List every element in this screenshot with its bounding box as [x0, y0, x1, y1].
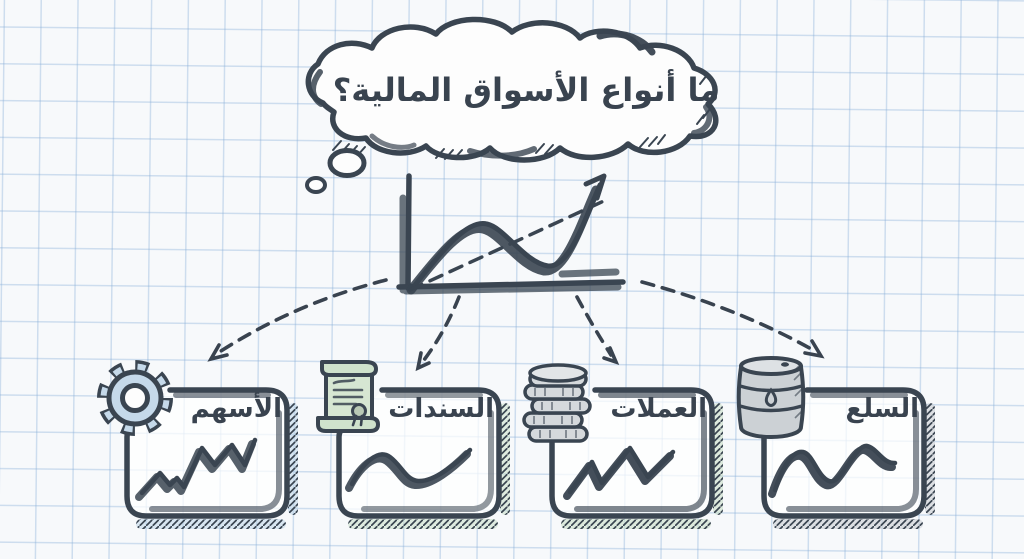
category-card-currencies: العملات: [522, 363, 731, 535]
connector-arrow-commodities: [640, 280, 815, 352]
category-card-commodities: السلع: [736, 356, 943, 535]
scroll-icon: [316, 360, 380, 433]
thought-bubble-small: [305, 176, 327, 194]
cloud-accent-green-topright: [596, 30, 656, 56]
card-shadow-hatch: [288, 403, 298, 515]
connector-arrow-currencies-head: [602, 346, 620, 365]
mini-trend-chart-bonds: [349, 447, 473, 487]
card-shadow-hatch: [500, 403, 510, 515]
connector-arrow-stocks-head: [207, 343, 229, 362]
thought-bubble-large: [327, 148, 367, 178]
connector-arrow-stocks: [219, 278, 388, 353]
category-label-currencies: العملات: [610, 394, 707, 424]
cloud-accent-blue-left: [310, 69, 324, 107]
chart-y-axis: [405, 173, 412, 291]
oil-barrel-icon: [736, 356, 806, 439]
card-shadow-hatch: [713, 403, 723, 515]
mini-trend-chart-commodities: [772, 443, 898, 493]
card-frame-currencies: [549, 387, 723, 529]
category-label-commodities: السلع: [845, 394, 919, 424]
cloud-question-text: ما أنواع الأسواق المالية؟: [332, 71, 720, 109]
mini-trend-chart-currencies: [567, 445, 676, 495]
category-label-bonds: السندات: [388, 394, 494, 424]
chart-dashed-trendline: [408, 198, 608, 292]
gear-icon: [97, 360, 173, 436]
card-shadow-hatch: [925, 403, 935, 515]
coins-icon: [522, 363, 592, 443]
cloud-outline: [305, 16, 719, 163]
connector-arrow-currencies: [575, 295, 613, 357]
connector-arrow-bonds-head: [415, 351, 431, 372]
thought-cloud: [305, 16, 719, 194]
chart-axis-shadow: [399, 194, 622, 295]
category-card-stocks: الأسهم: [97, 360, 306, 535]
category-label-stocks: الأسهم: [190, 394, 282, 424]
cloud-accent-blue-right: [691, 104, 713, 136]
chart-x-axis: [396, 279, 626, 290]
chart-trend-curve: [412, 182, 603, 288]
market-trend-chart: [396, 173, 626, 295]
connector-arrow-bonds: [422, 295, 461, 362]
connector-arrows: [207, 278, 825, 372]
connector-arrow-commodities-head: [803, 339, 825, 359]
cloud-accent-blue-bottom: [467, 146, 537, 159]
cloud-accent-blue-bottomleft: [369, 133, 417, 150]
card-border: [336, 387, 502, 519]
category-card-bonds: السندات: [316, 360, 518, 535]
card-frame-commodities: [761, 387, 935, 529]
mini-trend-chart-stocks: [139, 437, 258, 496]
chart-curve-arrowhead: [583, 173, 607, 201]
